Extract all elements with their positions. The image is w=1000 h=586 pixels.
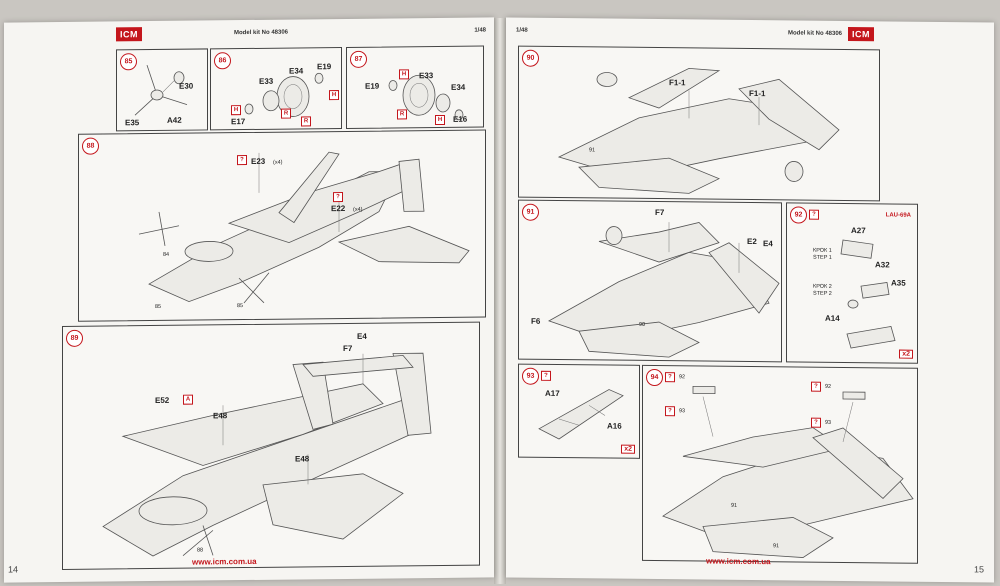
part-label: E34 xyxy=(451,82,466,92)
part-label: A27 xyxy=(851,226,866,236)
ref-label: 84 xyxy=(163,251,170,258)
paint-tag: R xyxy=(397,109,407,120)
paint-tag: ? xyxy=(333,192,343,203)
part-label: E35 xyxy=(125,118,140,128)
ref-label: 91 xyxy=(589,147,596,154)
quantity-label: (x4) xyxy=(353,206,363,213)
aircraft-drawing xyxy=(662,385,914,558)
paint-tag: H xyxy=(435,114,445,126)
step-85-panel: 85 E30 E35 A42 xyxy=(116,48,208,132)
step-label: КРОК 2 xyxy=(813,283,832,290)
part-label: F7 xyxy=(343,343,353,354)
aircraft-drawing xyxy=(548,222,780,358)
scale-label: 1/48 xyxy=(474,27,486,34)
part-label: A14 xyxy=(825,313,840,323)
scale-label: 1/48 xyxy=(516,27,528,34)
ref-label: 93 xyxy=(825,419,832,426)
paint-tag: ? xyxy=(811,381,821,392)
part-label: E17 xyxy=(231,117,246,127)
ref-label: 92 xyxy=(679,374,686,381)
rocket-pod-drawing xyxy=(840,239,896,349)
ref-label: 85 xyxy=(155,303,162,310)
icm-logo: ICM xyxy=(116,27,142,42)
page-number: 15 xyxy=(973,564,984,575)
quantity-label: (x4) xyxy=(273,159,283,166)
part-label: E30 xyxy=(179,81,194,91)
footer-url: www.icm.com.ua xyxy=(192,556,257,567)
page-number: 14 xyxy=(8,564,19,575)
part-label: A16 xyxy=(607,421,622,431)
part-label: E48 xyxy=(213,411,228,421)
part-label: E33 xyxy=(419,71,434,81)
step-90-panel: 90 F1-1 F1-1 91 xyxy=(518,45,880,202)
paint-tag: ? xyxy=(665,372,675,383)
step-94-panel: 94 ? 92 ? 93 ? 92 ? 93 91 91 xyxy=(642,364,918,564)
aircraft-drawing xyxy=(102,352,432,557)
quantity-badge: x2 xyxy=(899,349,913,359)
part-label: E22 xyxy=(331,203,346,214)
wheel-drawing xyxy=(244,72,324,117)
part-label: E4 xyxy=(763,239,773,249)
quantity-badge: x2 xyxy=(621,444,635,454)
paint-tag: A xyxy=(183,394,193,405)
step-93-panel: 93 ? A17 A16 x2 xyxy=(518,363,640,459)
page-header: Model kit No 48306 xyxy=(788,30,843,37)
part-label: E16 xyxy=(453,114,468,124)
paint-tag: H xyxy=(399,69,409,80)
ref-label: 90 xyxy=(639,321,646,328)
part-label: E19 xyxy=(365,81,380,91)
paint-tag: ? xyxy=(811,417,821,428)
paint-tag: R xyxy=(301,116,311,127)
part-label: E52 xyxy=(155,395,170,405)
ref-label: 91 xyxy=(773,543,780,550)
step-87-panel: 87 E19 E33 E34 E16 H R H xyxy=(346,45,484,129)
part-label: F1-1 xyxy=(669,78,686,88)
wheel-drawing xyxy=(388,74,464,121)
ref-label: 92 xyxy=(825,383,832,390)
paint-tag: R xyxy=(281,108,291,119)
paint-tag: ? xyxy=(237,155,247,166)
part-label: E4 xyxy=(357,331,367,341)
step-label: КРОК 1 xyxy=(813,247,832,254)
icm-logo: ICM xyxy=(848,27,874,42)
part-label: A17 xyxy=(545,388,560,399)
part-label: F1-1 xyxy=(749,88,766,99)
part-label: A35 xyxy=(891,278,906,288)
step-88-panel: 88 ? E23 (x4) ? E22 (x4) 84 85 85 xyxy=(78,129,486,322)
step-label: STEP 1 xyxy=(813,254,832,261)
part-label: A42 xyxy=(167,115,182,125)
ref-label: 91 xyxy=(731,502,738,509)
paint-tag: H xyxy=(329,90,339,101)
footer-url: www.icm.com.ua xyxy=(706,556,771,567)
step-92-panel: 92 ? LAU-69A A27 A32 A35 A14 КРОК 1 STEP… xyxy=(786,202,918,364)
part-label: E23 xyxy=(251,156,266,166)
book-spine xyxy=(494,18,506,584)
part-label: F6 xyxy=(531,316,541,326)
paint-tag: ? xyxy=(665,406,675,417)
part-label: E19 xyxy=(317,62,332,72)
page-header: Model kit No 48306 xyxy=(234,29,289,37)
paint-tag: H xyxy=(231,105,241,116)
part-label: E34 xyxy=(289,66,304,76)
part-label: F7 xyxy=(655,208,665,218)
aircraft-drawing xyxy=(138,151,470,304)
part-label: E33 xyxy=(259,76,274,86)
left-page: ICM Model kit No 48306 1/48 85 E30 E35 A… xyxy=(4,17,494,583)
propeller-drawing xyxy=(134,64,188,116)
ref-label: 93 xyxy=(679,408,686,415)
ref-label: 85 xyxy=(237,303,244,310)
right-page: 1/48 Model kit No 48306 ICM 90 F1-1 F1-1… xyxy=(506,17,994,583)
part-label: E48 xyxy=(295,454,310,464)
step-89-panel: 89 E4 F7 E52 A E48 E48 88 xyxy=(62,321,480,570)
part-label: A32 xyxy=(875,260,890,270)
part-label: E2 xyxy=(747,236,757,247)
step-91-panel: 91 F7 E2 E4 F6 90 xyxy=(518,199,782,363)
pylon-drawing xyxy=(538,389,624,440)
ref-label: 88 xyxy=(197,547,204,554)
step-label: STEP 2 xyxy=(813,290,832,297)
step-86-panel: 86 E33 E34 E19 E17 R H R H xyxy=(210,47,342,131)
aircraft-drawing xyxy=(557,67,840,194)
